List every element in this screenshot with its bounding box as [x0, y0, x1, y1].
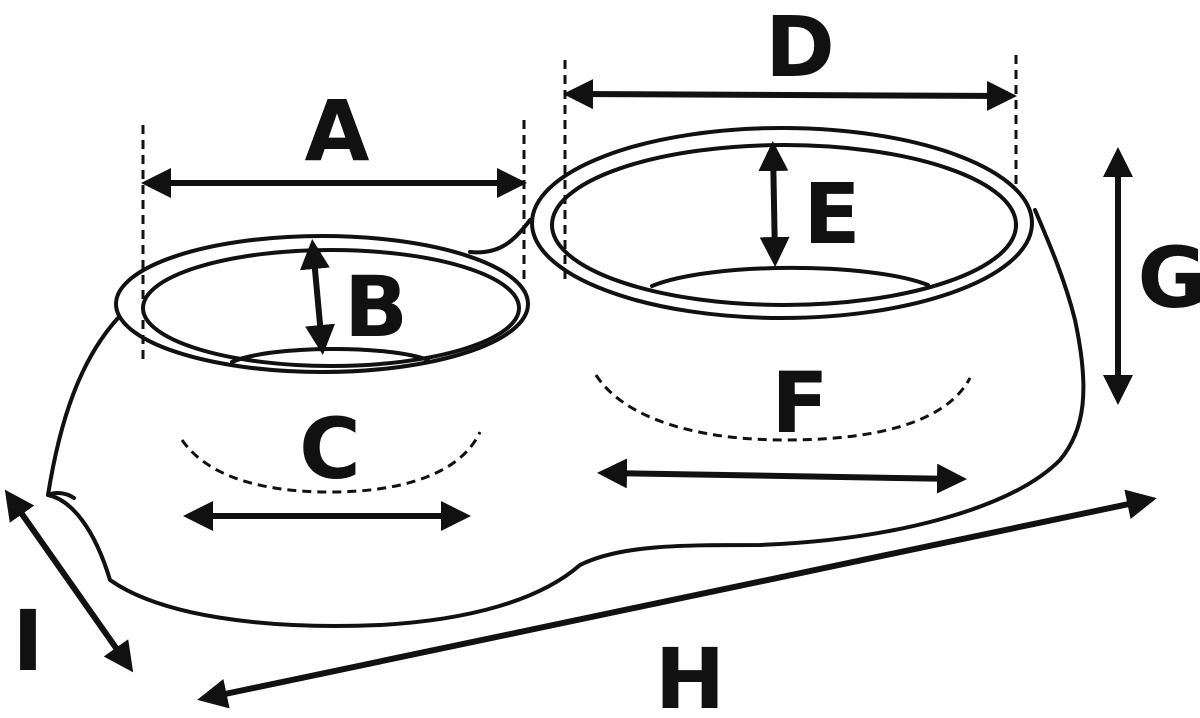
label-d: D: [765, 0, 835, 96]
large-bowl-inner-rim: [550, 143, 1018, 307]
arrow-e: [758, 141, 790, 267]
arrow-d: [563, 79, 1017, 111]
arrow-f: [597, 458, 967, 494]
label-b: B: [344, 258, 408, 356]
arrow-b: [299, 239, 336, 355]
dimension-labels: A B C D E F G H I: [12, 0, 1200, 718]
dimension-arrows: [4, 79, 1157, 709]
label-g: G: [1138, 229, 1200, 327]
guide-c-curve: [180, 431, 482, 494]
large-bowl: [530, 126, 1034, 320]
arrow-i: [4, 489, 134, 673]
label-f: F: [771, 354, 828, 452]
label-a: A: [304, 82, 369, 180]
large-bowl-outer-rim: [530, 126, 1034, 320]
arrow-h: [197, 489, 1157, 709]
label-i: I: [12, 592, 43, 690]
label-h: H: [655, 630, 725, 718]
label-e: E: [803, 165, 860, 263]
small-bowl-outer-rim: [114, 234, 530, 374]
label-c: C: [299, 400, 361, 498]
bowl-bridge: [468, 218, 532, 255]
large-bowl-bottom: [650, 265, 930, 288]
guide-f-curve: [594, 374, 972, 442]
small-bowl: [114, 234, 530, 374]
